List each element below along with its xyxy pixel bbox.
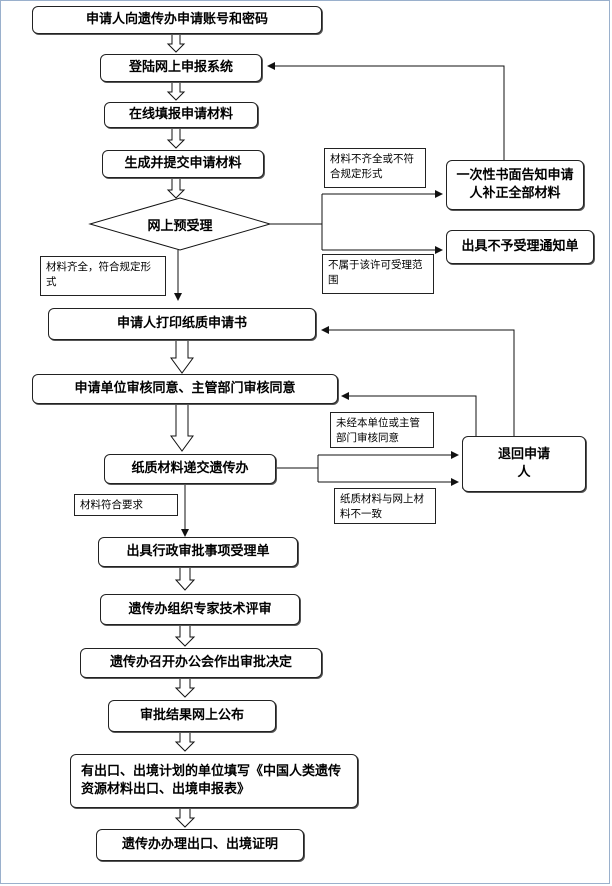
box-return-applicant: 退回申请人 xyxy=(462,436,586,492)
step-label: 在线填报申请材料 xyxy=(128,107,233,123)
hollow-arrow xyxy=(174,624,196,647)
note-not-approved: 未经本单位或主管部门审核同意 xyxy=(330,412,434,448)
step-label: 遗传办组织专家技术评审 xyxy=(128,601,272,617)
step-expert-review: 遗传办组织专家技术评审 xyxy=(100,594,300,625)
hollow-arrow xyxy=(166,127,186,149)
step-label: 遗传办办理出口、出境证明 xyxy=(121,837,278,853)
decision-label: 网上预受理 xyxy=(147,218,213,234)
step-generate-submit: 生成并提交申请材料 xyxy=(102,150,264,178)
step-label: 审批结果网上公布 xyxy=(139,708,244,724)
step-login-system: 登陆网上申报系统 xyxy=(100,54,262,82)
step-decision-meeting: 遗传办召开办公会作出审批决定 xyxy=(80,648,322,678)
step-submit-paper: 纸质材料递交遗传办 xyxy=(104,454,276,484)
box-supplement-notice: 一次性书面告知申请人补正全部材料 xyxy=(446,160,584,210)
step-label: 纸质材料递交遗传办 xyxy=(131,461,249,477)
note-materials-incomplete: 材料不齐全或不符合规定形式 xyxy=(324,148,426,188)
step-label: 申请人打印纸质申请书 xyxy=(116,316,247,332)
step-export-certificate: 遗传办办理出口、出境证明 xyxy=(96,829,304,861)
step-unit-approval: 申请单位审核同意、主管部门审核同意 xyxy=(32,374,338,404)
decision-diamond xyxy=(88,197,272,251)
step-label: 有出口、出境计划的单位填写《中国人类遗传资源材料出口、出境申报表》 xyxy=(81,764,342,797)
step-print-application: 申请人打印纸质申请书 xyxy=(48,308,316,340)
step-publish-result: 审批结果网上公布 xyxy=(108,700,276,732)
hollow-arrow xyxy=(174,807,196,828)
step-fill-online: 在线填报申请材料 xyxy=(104,102,258,128)
hollow-arrow xyxy=(170,339,194,374)
note-materials-meet: 材料符合要求 xyxy=(74,494,178,516)
step-label: 遗传办召开办公会作出审批决定 xyxy=(109,655,292,671)
step-acceptance-slip: 出具行政审批事项受理单 xyxy=(98,537,298,567)
hollow-arrow xyxy=(174,566,196,591)
step-label: 出具行政审批事项受理单 xyxy=(126,544,270,560)
hollow-arrow xyxy=(166,177,186,199)
step-apply-account: 申请人向遗传办申请账号和密码 xyxy=(32,6,322,34)
step-label: 申请人向遗传办申请账号和密码 xyxy=(85,12,268,28)
hollow-arrow xyxy=(166,33,186,53)
note-materials-complete: 材料齐全，符合规定形式 xyxy=(40,256,166,296)
hollow-arrow xyxy=(166,81,186,101)
hollow-arrow xyxy=(174,731,196,752)
note-out-of-scope: 不属于该许可受理范围 xyxy=(322,254,434,294)
hollow-arrows xyxy=(166,33,196,828)
box-reject-notice: 出具不予受理通知单 xyxy=(446,230,594,264)
hollow-arrow xyxy=(170,403,194,452)
step-export-declaration: 有出口、出境计划的单位填写《中国人类遗传资源材料出口、出境申报表》 xyxy=(70,754,358,808)
box-label: 一次性书面告知申请人补正全部材料 xyxy=(456,168,574,201)
step-label: 登陆网上申报系统 xyxy=(128,60,233,76)
step-label: 申请单位审核同意、主管部门审核同意 xyxy=(74,381,296,397)
box-label: 退回申请人 xyxy=(497,447,550,480)
note-materials-mismatch: 纸质材料与网上材料不一致 xyxy=(334,488,436,524)
box-label: 出具不予受理通知单 xyxy=(461,239,579,255)
hollow-arrow xyxy=(174,677,196,698)
step-label: 生成并提交申请材料 xyxy=(124,156,242,172)
